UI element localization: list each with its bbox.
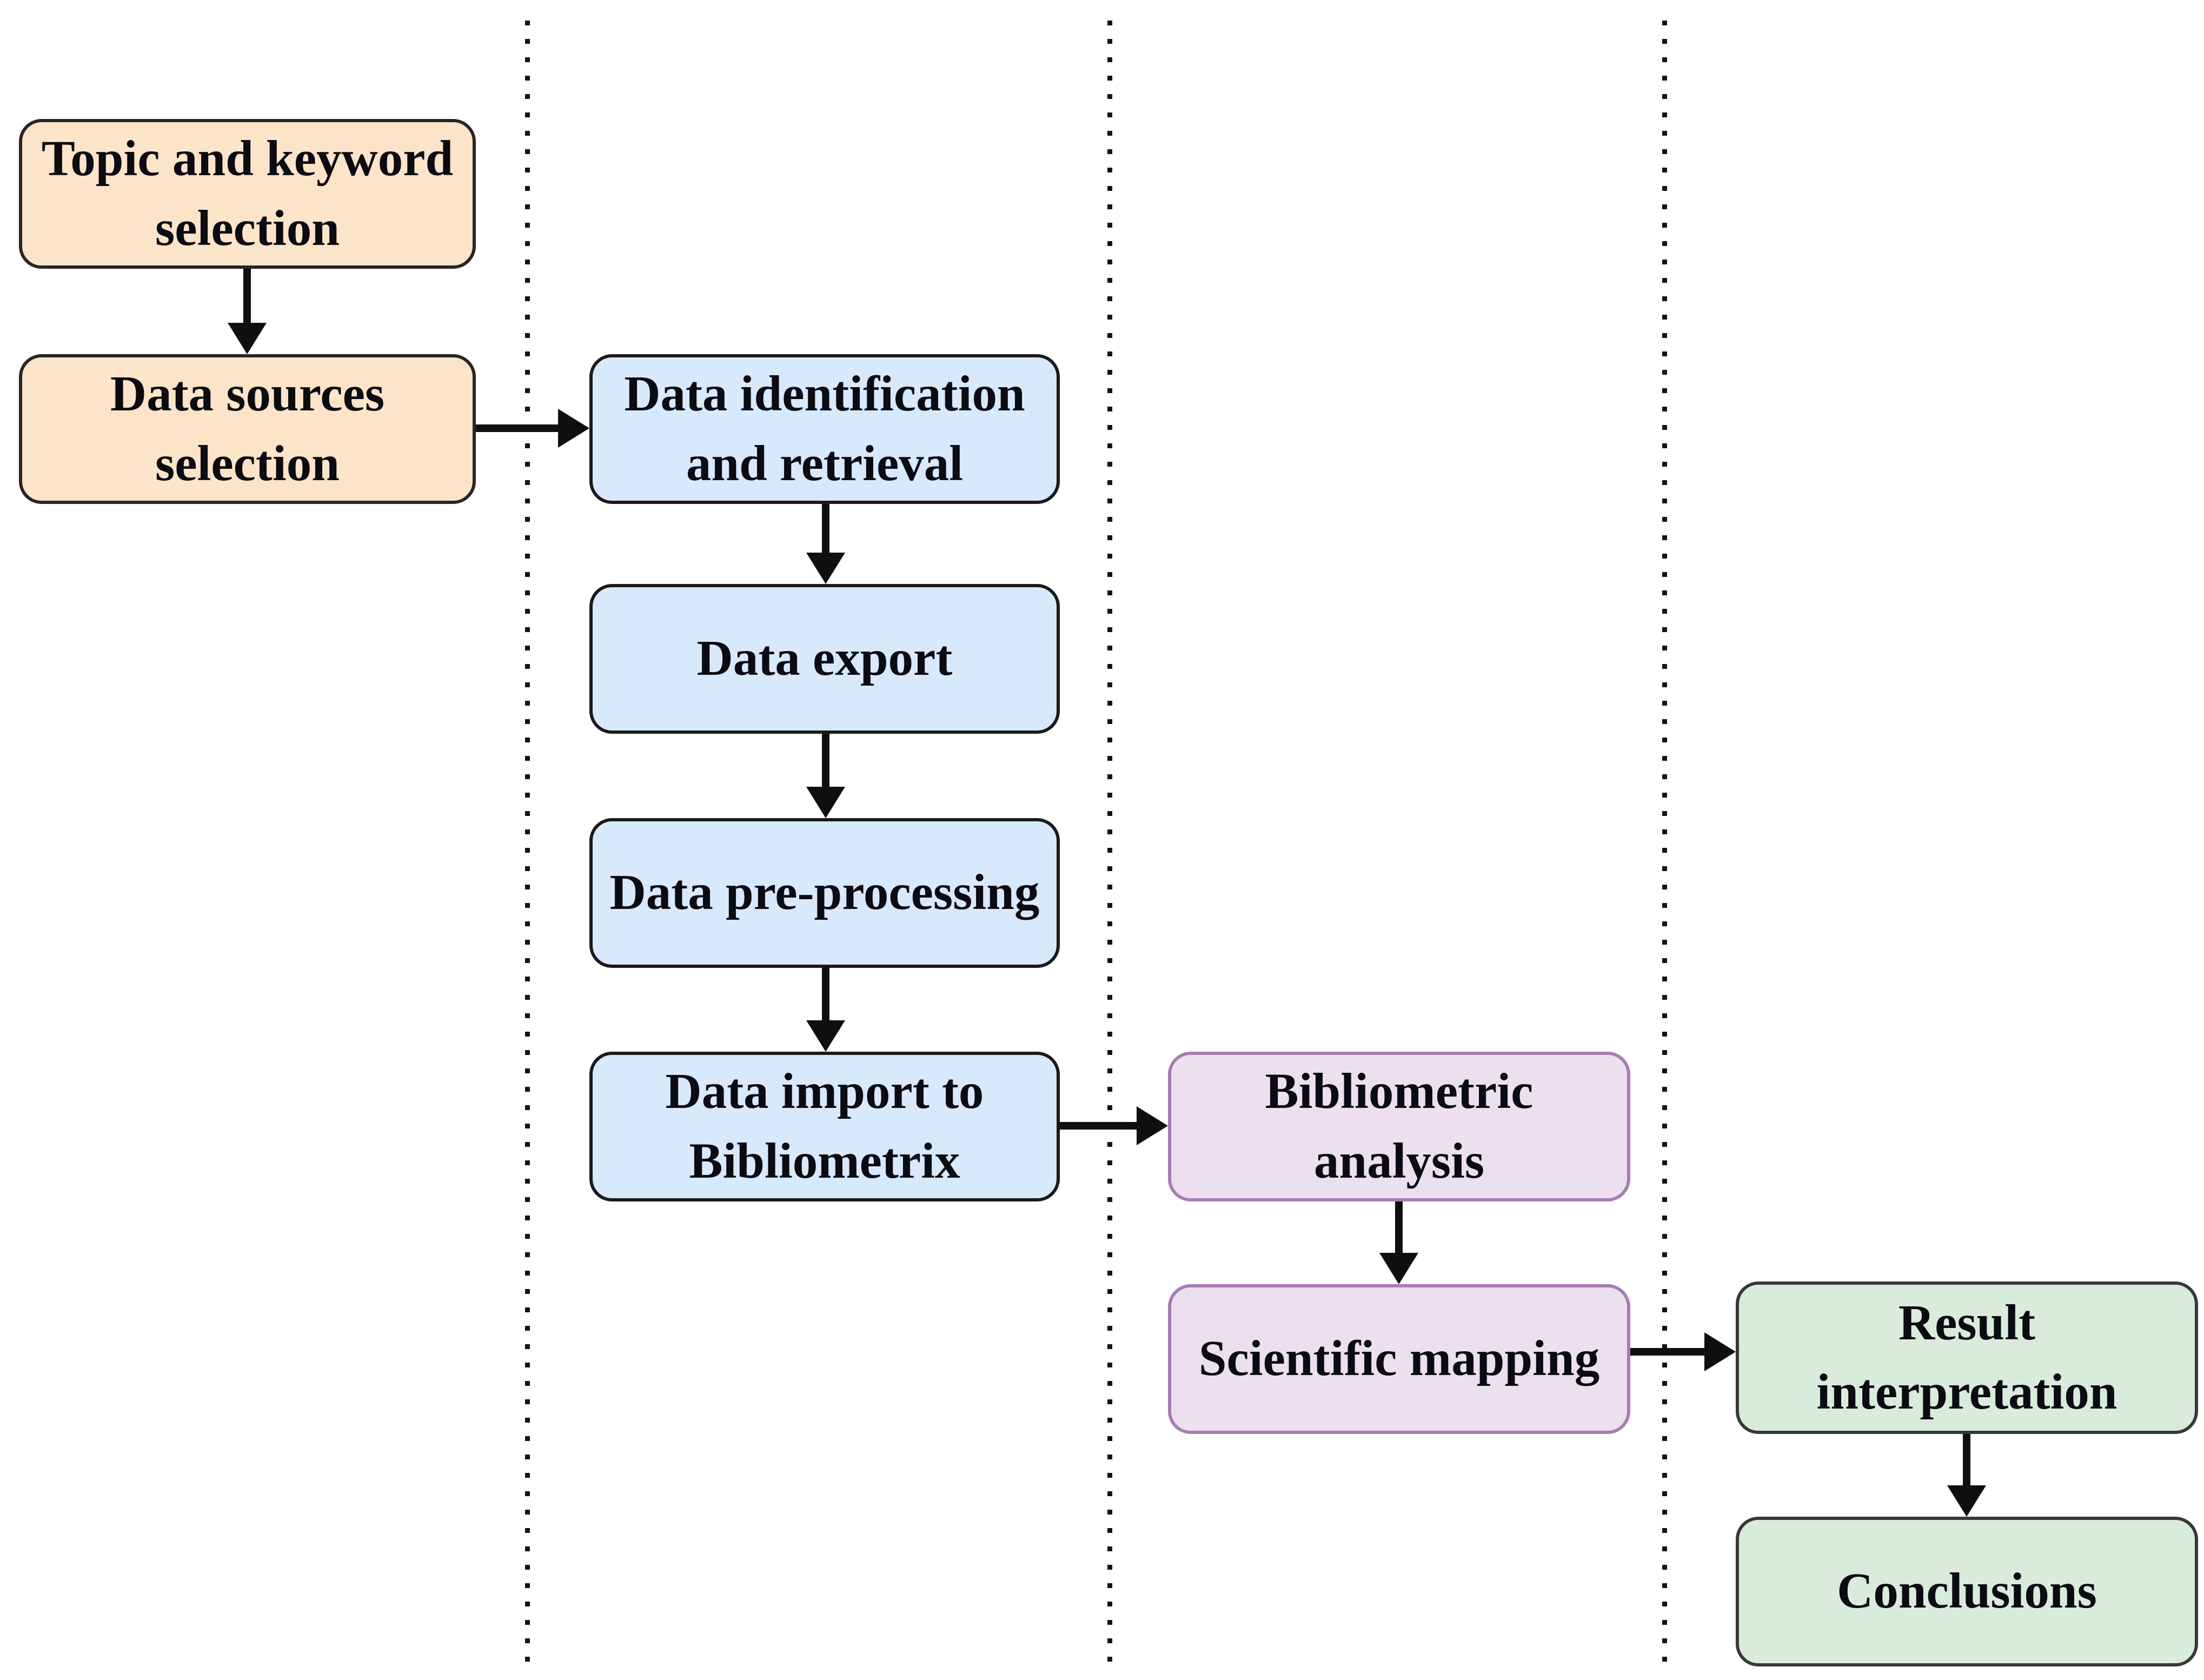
arrow-shaft: [1630, 1348, 1707, 1356]
node-scientific-mapping: Scientific mapping: [1168, 1284, 1630, 1434]
arrowhead-right-icon: [558, 409, 589, 448]
arrow-shaft: [243, 269, 251, 325]
phase-separator-2: [1107, 21, 1112, 1674]
arrowhead-down-icon: [806, 553, 845, 584]
arrow-shaft: [1963, 1434, 1970, 1488]
arrow-shaft: [476, 424, 560, 432]
arrow-shaft: [1060, 1122, 1139, 1130]
node-bibliometric-analysis: Bibliometric analysis: [1168, 1052, 1630, 1201]
arrowhead-down-icon: [806, 1020, 845, 1052]
node-data-identification-retrieval: Data identification and retrieval: [589, 354, 1060, 504]
arrow-shaft: [822, 734, 829, 789]
arrowhead-right-icon: [1137, 1106, 1168, 1145]
arrowhead-down-icon: [1379, 1253, 1418, 1284]
node-data-sources-selection: Data sources selection: [19, 354, 476, 504]
arrow-shaft: [822, 504, 829, 555]
node-result-interpretation: Result interpretation: [1736, 1281, 2198, 1434]
node-data-import-bibliometrix: Data import to Bibliometrix: [589, 1052, 1060, 1201]
node-topic-keyword-selection: Topic and keyword selection: [19, 119, 476, 269]
arrowhead-down-icon: [228, 323, 267, 354]
arrow-shaft: [1395, 1201, 1403, 1255]
arrowhead-down-icon: [806, 787, 845, 818]
phase-separator-1: [525, 21, 530, 1674]
phase-separator-3: [1662, 21, 1667, 1674]
node-data-pre-processing: Data pre-processing: [589, 818, 1060, 968]
node-data-export: Data export: [589, 584, 1060, 734]
arrowhead-right-icon: [1704, 1332, 1736, 1371]
node-conclusions: Conclusions: [1736, 1517, 2198, 1666]
arrow-shaft: [822, 967, 829, 1022]
arrowhead-down-icon: [1947, 1485, 1986, 1517]
